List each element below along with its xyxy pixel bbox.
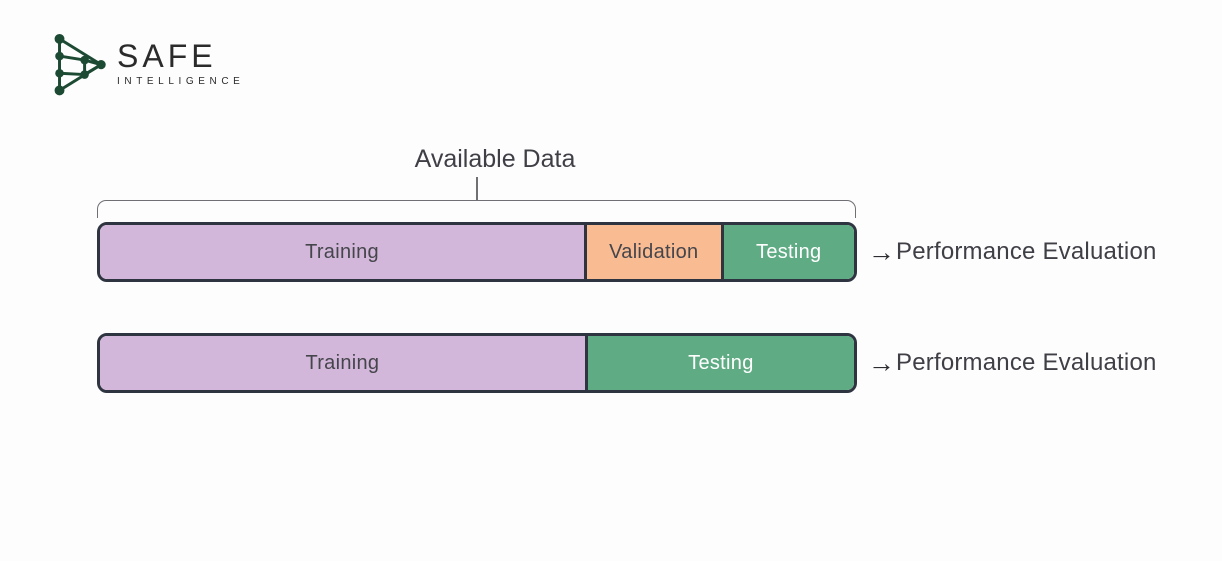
segment-testing: Testing bbox=[584, 336, 854, 390]
result-label: Performance Evaluation bbox=[896, 349, 1157, 376]
segment-testing: Testing bbox=[720, 225, 854, 279]
segment-label: Training bbox=[305, 351, 380, 374]
segment-training: Training bbox=[100, 225, 585, 279]
data-split-bar-without-validation: Training Testing bbox=[97, 333, 857, 393]
right-arrow-icon: → bbox=[868, 347, 895, 378]
segment-label: Testing bbox=[756, 240, 822, 263]
available-data-bracket bbox=[97, 200, 856, 218]
performance-evaluation-row-2: → Performance Evaluation bbox=[868, 333, 1157, 393]
right-arrow-icon: → bbox=[868, 236, 895, 267]
data-split-bar-with-validation: Training Validation Testing bbox=[97, 222, 857, 282]
segment-validation: Validation bbox=[584, 225, 721, 279]
segment-label: Testing bbox=[688, 351, 754, 374]
brand-logo: SAFE INTELLIGENCE bbox=[50, 31, 244, 97]
segment-label: Validation bbox=[609, 240, 699, 263]
available-data-label: Available Data bbox=[414, 145, 576, 173]
segment-training: Training bbox=[100, 336, 585, 390]
brand-name: SAFE bbox=[117, 38, 217, 74]
performance-evaluation-row-1: → Performance Evaluation bbox=[868, 222, 1157, 282]
result-label: Performance Evaluation bbox=[896, 238, 1157, 265]
bracket-tick bbox=[476, 177, 478, 200]
brand-subtitle: INTELLIGENCE bbox=[117, 76, 245, 87]
segment-label: Training bbox=[305, 240, 379, 263]
brand-wordmark: SAFE INTELLIGENCE bbox=[117, 40, 244, 88]
network-graph-icon bbox=[54, 33, 106, 96]
